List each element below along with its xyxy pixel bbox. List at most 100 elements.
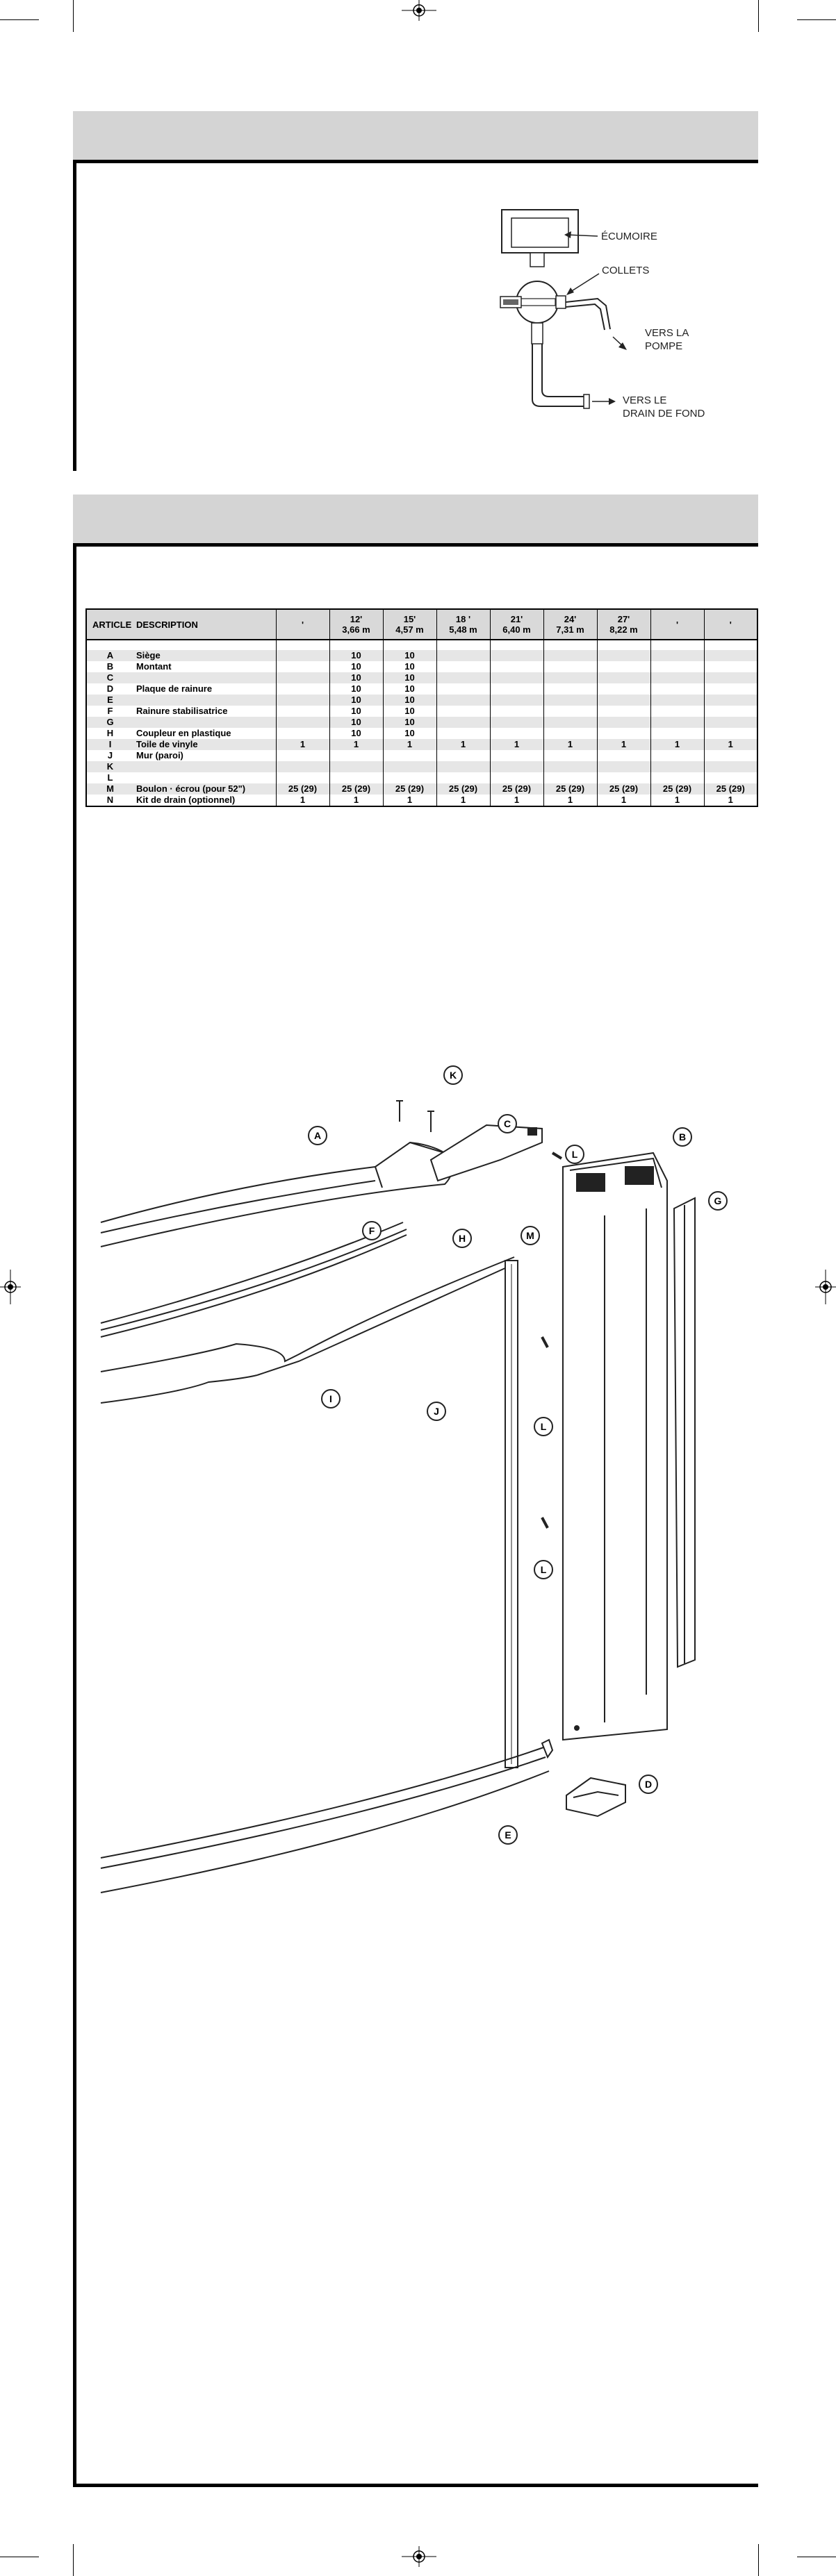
header-article: ARTICLE [85, 608, 133, 640]
cell-quantity: 10 [329, 695, 384, 706]
cell-article: K [85, 761, 133, 772]
callout-f: F [362, 1221, 382, 1240]
cell-quantity [436, 728, 491, 739]
groove-plate [566, 1777, 626, 1818]
cell-quantity [436, 683, 491, 695]
cell-quantity [596, 706, 651, 717]
callout-e: E [498, 1825, 518, 1845]
label-to-drain-2: DRAIN DE FOND [623, 408, 705, 419]
section-header-band-1 [73, 111, 758, 160]
callout-a: A [308, 1126, 327, 1145]
cell-quantity [650, 706, 705, 717]
cell-quantity: 1 [382, 795, 437, 807]
cell-quantity [596, 672, 651, 683]
label-collars: COLLETS [602, 265, 649, 276]
section-rule-2 [73, 543, 758, 547]
cell-article: C [85, 672, 133, 683]
label-skimmer: ÉCUMOIRE [601, 231, 657, 242]
header-size: 24'7,31 m [543, 608, 598, 640]
cell-quantity [489, 750, 544, 761]
cell-quantity [436, 706, 491, 717]
cell-description: Toile de vinyle [133, 739, 277, 750]
cell-quantity [650, 683, 705, 695]
cell-quantity [543, 672, 598, 683]
cell-quantity: 10 [382, 650, 437, 661]
cell-quantity: 25 (29) [382, 783, 437, 795]
cell-quantity [596, 661, 651, 672]
cell-quantity [329, 750, 384, 761]
cell-quantity [596, 717, 651, 728]
cell-quantity [596, 650, 651, 661]
cell-description [133, 761, 277, 772]
cell-quantity [703, 672, 758, 683]
cell-quantity: 1 [489, 795, 544, 807]
section-rule-bottom [73, 2484, 758, 2487]
cell-quantity [543, 761, 598, 772]
cell-quantity [596, 761, 651, 772]
cell-quantity [489, 650, 544, 661]
label-to-pump-1: VERS LA [645, 327, 689, 339]
cell-article: B [85, 661, 133, 672]
cell-quantity: 25 (29) [489, 783, 544, 795]
cell-quantity [650, 761, 705, 772]
cell-quantity: 10 [382, 683, 437, 695]
seat-rail [100, 1141, 452, 1247]
cell-description: Montant [133, 661, 277, 672]
cell-quantity [275, 672, 330, 683]
crop-mark-top-right-v [758, 0, 759, 32]
cell-quantity [436, 650, 491, 661]
cell-quantity [703, 706, 758, 717]
cell-quantity: 10 [382, 728, 437, 739]
cell-quantity: 10 [329, 706, 384, 717]
cell-quantity: 1 [596, 795, 651, 807]
cell-description: Kit de drain (optionnel) [133, 795, 277, 807]
cell-quantity [650, 772, 705, 783]
cell-quantity [596, 750, 651, 761]
cell-quantity: 10 [382, 672, 437, 683]
callout-g: G [708, 1191, 728, 1211]
cell-quantity [650, 650, 705, 661]
header-size: 21'6,40 m [489, 608, 544, 640]
cell-quantity [489, 706, 544, 717]
cell-quantity: 10 [329, 672, 384, 683]
cell-quantity [596, 695, 651, 706]
header-size: 12'3,66 m [329, 608, 384, 640]
crop-mark-top-right [797, 19, 836, 20]
header-size: 27'8,22 m [596, 608, 651, 640]
table-row: K [85, 761, 758, 772]
cell-quantity [543, 683, 598, 695]
callout-k: K [443, 1065, 463, 1085]
cell-article: I [85, 739, 133, 750]
header-size: 18 '5,48 m [436, 608, 491, 640]
section-header-band-2 [73, 495, 758, 543]
cell-quantity: 1 [543, 739, 598, 750]
cell-quantity [543, 772, 598, 783]
cell-article: G [85, 717, 133, 728]
cell-quantity [436, 661, 491, 672]
cell-quantity: 1 [275, 795, 330, 807]
cell-quantity [489, 761, 544, 772]
section-rule-1 [73, 160, 758, 163]
cell-quantity: 1 [275, 739, 330, 750]
cell-description: Mur (paroi) [133, 750, 277, 761]
cell-quantity: 1 [436, 795, 491, 807]
cell-quantity: 1 [489, 739, 544, 750]
upright-post [562, 1152, 668, 1741]
cell-quantity [275, 728, 330, 739]
cell-description: Boulon · écrou (pour 52") [133, 783, 277, 795]
cell-quantity [650, 695, 705, 706]
cell-quantity: 1 [650, 739, 705, 750]
cell-quantity [275, 750, 330, 761]
cell-article: A [85, 650, 133, 661]
cell-quantity [489, 717, 544, 728]
cell-quantity [703, 661, 758, 672]
cell-quantity: 25 (29) [703, 783, 758, 795]
cell-quantity: 1 [596, 739, 651, 750]
header-size: 15'4,57 m [382, 608, 437, 640]
cell-quantity [703, 728, 758, 739]
cell-quantity [596, 772, 651, 783]
